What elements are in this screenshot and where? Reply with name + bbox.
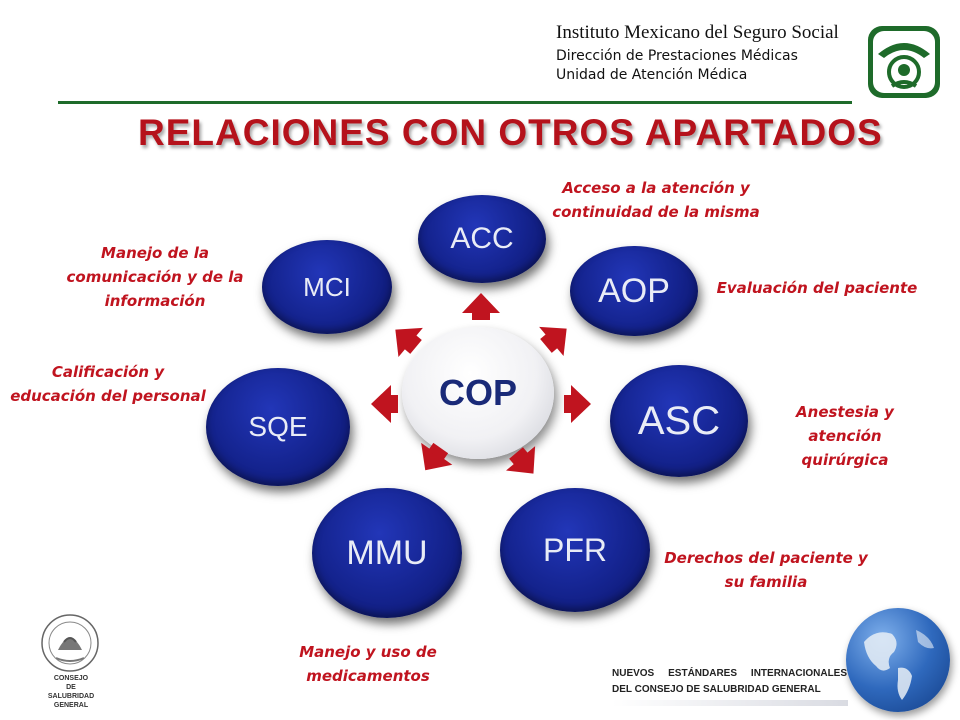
node-label-asc: ASC (637, 398, 721, 443)
node-sqe: SQE (206, 368, 350, 486)
footer-bar (612, 700, 848, 706)
footer-line-1: NUEVOS ESTÁNDARES INTERNACIONALES (612, 668, 848, 679)
arrow-to-asc (571, 385, 591, 423)
node-label-aop: AOP (598, 271, 670, 310)
description-aop: Evaluación del paciente (716, 279, 918, 297)
description-acc: Acceso a la atención y continuidad de la… (552, 179, 760, 221)
node-mci: MCI (262, 240, 392, 334)
arrow-to-pfr (506, 446, 548, 486)
arrow-to-aop (539, 314, 579, 356)
footer-line-2: DEL CONSEJO DE SALUBRIDAD GENERAL (612, 684, 821, 695)
node-label-sqe: SQE (248, 411, 308, 442)
hub-label: COP (438, 372, 517, 413)
direction-name: Dirección de Prestaciones Médicas (556, 48, 798, 64)
institution-name: Instituto Mexicano del Seguro Social (556, 22, 839, 43)
globe-icon (846, 608, 950, 712)
node-label-pfr: PFR (543, 531, 607, 568)
node-acc: ACC (418, 195, 546, 283)
description-sqe: Calificación y educación del personal (10, 363, 206, 405)
arrow-to-acc (462, 293, 500, 320)
description-mci: Manejo de la comunicación y de la inform… (66, 244, 244, 310)
hub-node-cop: COP (402, 327, 554, 459)
node-pfr: PFR (500, 488, 650, 612)
unit-name: Unidad de Atención Médica (556, 67, 748, 83)
node-label-mci: MCI (303, 271, 351, 302)
node-aop: AOP (570, 246, 698, 336)
page-title: RELACIONES CON OTROS APARTADOS (138, 112, 883, 153)
node-asc: ASC (610, 365, 748, 477)
seal-caption: CONSEJO DE SALUBRIDAD GENERAL (47, 675, 95, 709)
arrow-to-mci (383, 315, 423, 357)
description-asc: Anestesia y atención quirúrgica (796, 403, 894, 469)
arrow-to-sqe (371, 385, 391, 423)
header-rule (58, 101, 852, 104)
node-mmu: MMU (312, 488, 462, 618)
description-pfr: Derechos del paciente y su familia (664, 549, 868, 591)
node-label-acc: ACC (450, 222, 514, 255)
node-label-mmu: MMU (346, 533, 428, 572)
mexico-seal-icon (41, 614, 99, 672)
imss-logo-icon (868, 26, 940, 98)
description-mmu: Manejo y uso de medicamentos (299, 643, 437, 685)
